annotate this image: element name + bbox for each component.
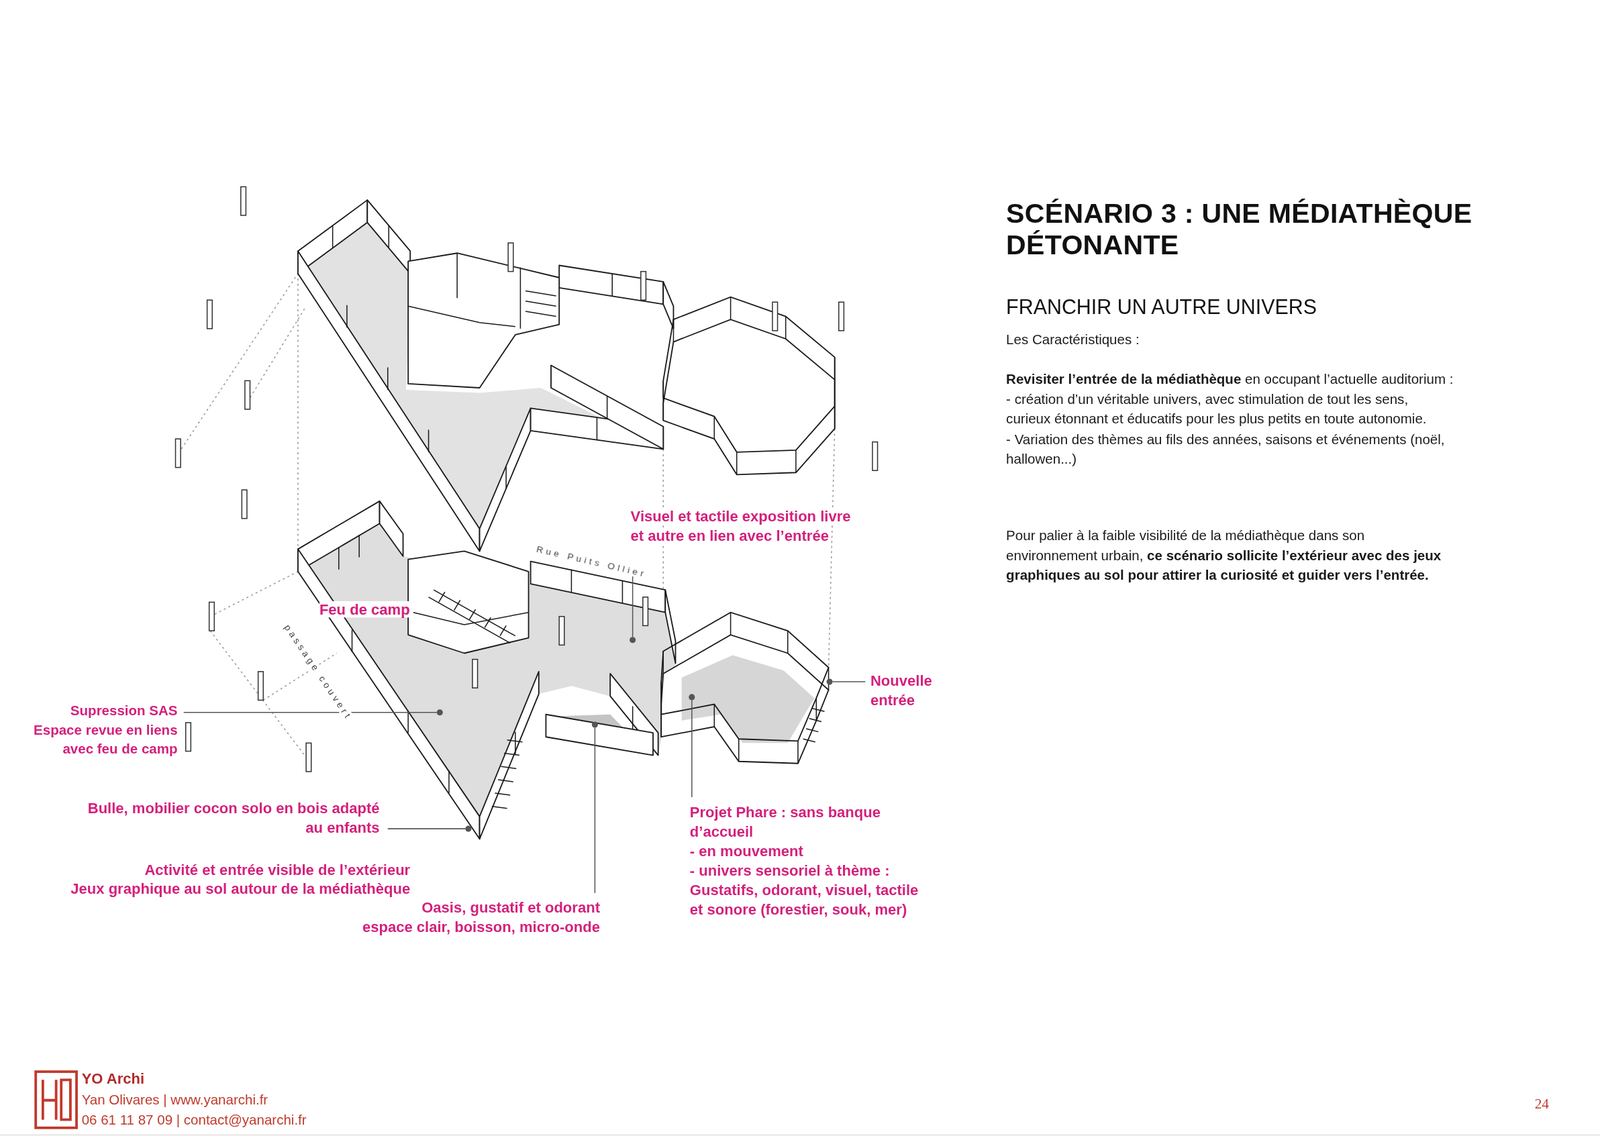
firm-name: YO Archi [81,1071,145,1088]
annotation-line: Feu de camp [319,600,411,620]
annotation: Oasis, gustatif et odorant [421,899,600,916]
firm-name-group: YO Archi [81,1071,145,1088]
annotation-group: Oasis, gustatif et odorant espace clair, … [302,898,600,938]
annotation-group: Visuel et tactile exposition livre et au… [630,507,866,547]
annotation-line: Activité et entrée visible de l’extérieu… [8,860,411,880]
annotation-line: Gustatifs, odorant, visuel, tactile et s… [689,881,923,921]
annotation-line: Visuel et tactile exposition livre et au… [630,507,866,547]
body-text: - Variation des thèmes au fils des année… [1006,431,1445,467]
annotation-group: Feu de camp [319,600,411,620]
firm-name-line: YO Archi [81,1071,145,1088]
annotation: Supression SAS [70,703,178,719]
annotation-group: Activité et entrée visible de l’extérieu… [8,860,411,900]
annotation: Jeux graphique au sol autour de la média… [70,881,411,898]
body-text-line: - Variation des thèmes au fils des année… [1006,429,1456,470]
body-text: Revisiter l’entrée de la médiathèque [1006,371,1241,388]
body-text-line: - création d’un véritable univers, avec … [1006,389,1456,429]
subtitle-group: FRANCHIR UN AUTRE UNIVERS [1006,295,1317,320]
subtitle-line: FRANCHIR UN AUTRE UNIVERS [1006,295,1317,320]
annotation: Gustatifs, odorant, visuel, tactile et s… [689,881,919,918]
body-text-group: Les Caractéristiques : [1006,329,1456,350]
page-number-group: 24 [1534,1096,1549,1113]
page-number: 24 [1534,1096,1549,1113]
annotation-group: Projet Phare : sans banque d’accueil- en… [689,803,923,920]
contact-text: Yan Olivares | www.yanarchi.fr [81,1092,269,1109]
annotation: Nouvelle entrée [870,672,933,709]
body-text-group: Pour palier à la faible visibilité de la… [1006,525,1456,586]
annotation-line: - en mouvement [689,842,923,862]
annotation-line: Supression SAS [4,702,178,722]
annotation-line: Oasis, gustatif et odorant [302,898,600,919]
body-text-line: Pour palier à la faible visibilité de la… [1006,525,1456,586]
page-number-line: 24 [1534,1096,1549,1113]
annotation-group: Nouvelle entrée [870,671,944,711]
body-text: en occupant l’actuelle auditorium : [1244,371,1454,388]
annotation-group: Bulle, mobilier cocon solo en bois adapt… [73,799,380,839]
annotation-group: Supression SAS Espace revue en liens avec… [4,702,178,760]
annotation: - univers sensoriel à thème : [689,862,890,879]
body-text-line: Revisiter l’entrée de la médiathèqueen o… [1006,369,1456,390]
body-text: Les Caractéristiques : [1006,331,1140,347]
body-text-group: Revisiter l’entrée de la médiathèqueen o… [1006,369,1456,470]
annotation-line: - univers sensoriel à thème : [689,861,923,882]
body-text: - création d’un véritable univers, avec … [1006,391,1427,427]
contact-text-group: Yan Olivares | www.yanarchi.fr 06 61 11 8… [81,1090,307,1132]
body-text-line: Les Caractéristiques : [1006,329,1456,350]
page-title: SCÉNARIO 3 : UNE MÉDIATHÈQUE DÉTONANTE [1006,197,1578,262]
annotation-line: espace clair, boisson, micro-onde [302,917,600,937]
contact-text: 06 61 11 87 09 | contact@yanarchi.fr [81,1112,307,1129]
annotation: espace clair, boisson, micro-onde [362,918,600,935]
annotation-line: Bulle, mobilier cocon solo en bois adapt… [73,799,380,839]
annotation-line: Projet Phare : sans banque d’accueil [689,803,923,843]
annotation: Activité et entrée visible de l’extérieu… [144,861,411,878]
annotation: Projet Phare : sans banque d’accueil [689,804,881,841]
annotation: Bulle, mobilier cocon solo en bois adapt… [87,800,380,837]
annotation: Visuel et tactile exposition livre et au… [630,508,852,545]
annotation-line: Espace revue en liens avec feu de camp [4,721,178,760]
annotation: - en mouvement [689,842,804,860]
contact-text-line: 06 61 11 87 09 | contact@yanarchi.fr [81,1110,307,1131]
annotation-line: Jeux graphique au sol autour de la média… [8,879,411,900]
annotation: Espace revue en liens avec feu de camp [33,722,178,757]
annotation: Feu de camp [319,601,411,618]
annotation-line: Nouvelle entrée [870,671,944,711]
subtitle: FRANCHIR UN AUTRE UNIVERS [1006,295,1317,319]
contact-text-line: Yan Olivares | www.yanarchi.fr [81,1090,307,1111]
